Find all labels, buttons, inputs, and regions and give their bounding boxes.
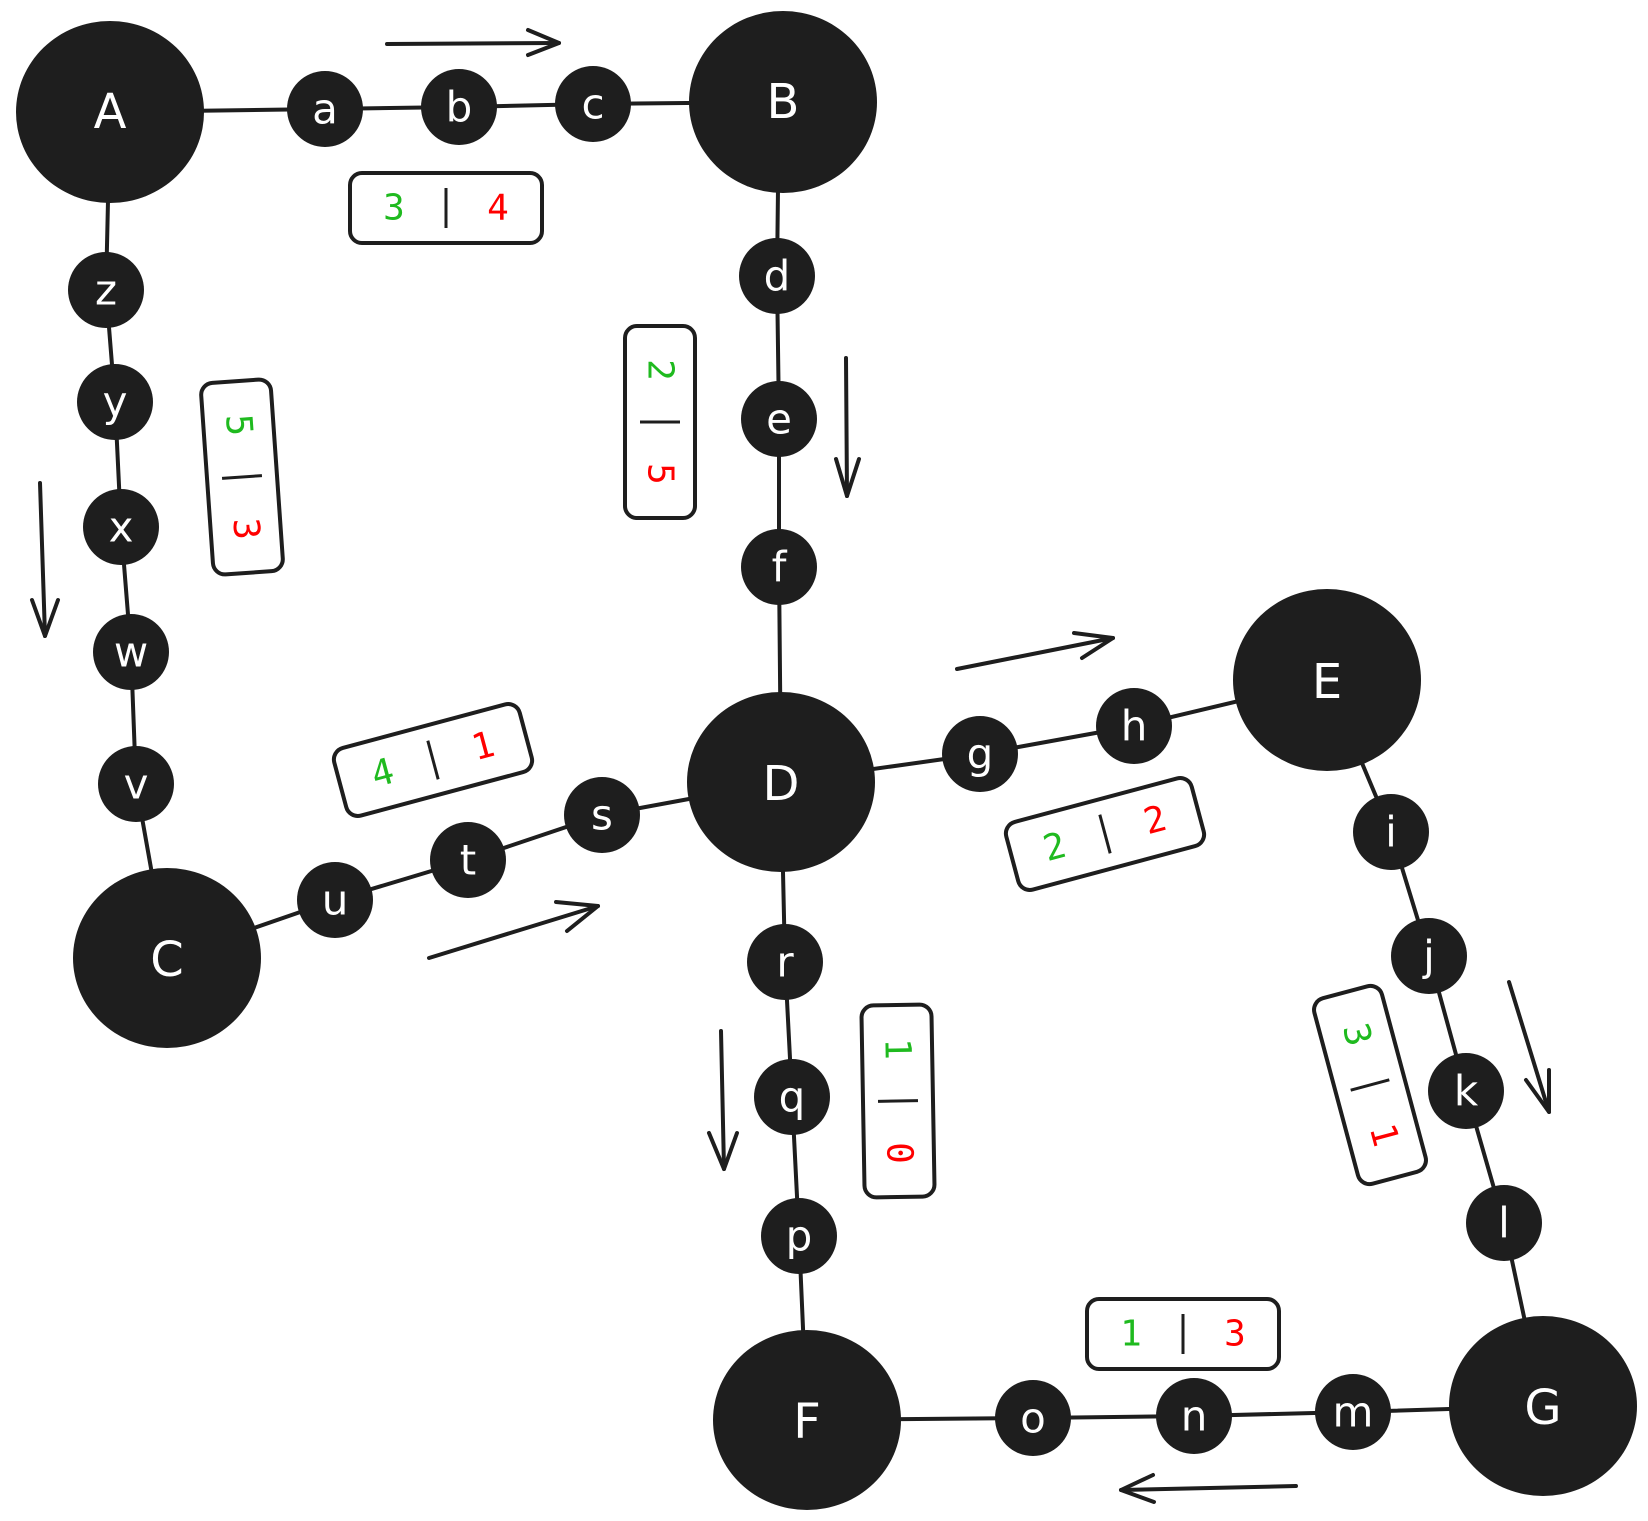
waypoint-label: f <box>772 543 788 592</box>
waypoint-l: l <box>1466 1185 1542 1261</box>
waypoint-label: a <box>312 85 338 134</box>
waypoint-label: k <box>1454 1067 1479 1116</box>
waypoint-t: t <box>430 822 506 898</box>
arrow-down-icon <box>1507 980 1551 1114</box>
waypoint-label: x <box>109 503 134 552</box>
green-weight: 1 <box>1120 1314 1142 1355</box>
weight-badge-c-d: 4 1 <box>331 702 535 818</box>
waypoint-u: u <box>297 862 373 938</box>
waypoint-label: h <box>1121 702 1148 751</box>
red-weight: 5 <box>640 463 681 485</box>
red-weight: 3 <box>224 517 266 541</box>
waypoint-label: i <box>1385 808 1397 857</box>
node-label: C <box>150 932 184 988</box>
weight-badge-b-d: 2 5 <box>623 324 697 520</box>
node-D: D <box>687 692 875 872</box>
node-label: G <box>1524 1380 1561 1436</box>
weight-badge-g-f: 1 3 <box>1085 1297 1281 1371</box>
green-weight: 3 <box>383 188 405 229</box>
arrow-right-icon <box>385 28 561 57</box>
arrow-left-icon <box>1119 1473 1298 1504</box>
waypoint-k: k <box>1428 1053 1504 1129</box>
waypoint-g: g <box>942 716 1018 792</box>
waypoint-w: w <box>93 614 169 690</box>
waypoint-d: d <box>739 238 815 314</box>
arrow-up-right-icon <box>427 900 600 960</box>
waypoint-label: n <box>1181 1392 1208 1441</box>
waypoint-e: e <box>741 381 817 457</box>
waypoint-label: s <box>591 791 613 840</box>
node-label: A <box>94 84 127 140</box>
waypoint-label: p <box>786 1212 813 1261</box>
node-label: F <box>793 1394 821 1450</box>
arrow-up-right-icon <box>955 631 1115 671</box>
waypoint-label: j <box>1422 932 1435 981</box>
waypoint-v: v <box>98 746 174 822</box>
green-weight: 1 <box>876 1038 917 1060</box>
waypoint-label: e <box>766 395 792 444</box>
weight-badge-d-e: 2 2 <box>1003 776 1207 892</box>
node-A: A <box>16 21 204 203</box>
waypoint-f: f <box>741 529 817 605</box>
waypoint-y: y <box>77 364 153 440</box>
waypoint-label: c <box>581 80 604 129</box>
node-B: B <box>689 11 877 193</box>
weight-badge-a-c: 5 3 <box>199 377 285 577</box>
waypoint-m: m <box>1315 1374 1391 1450</box>
node-label: B <box>767 74 800 130</box>
node-F: F <box>713 1330 901 1510</box>
node-E: E <box>1233 589 1421 771</box>
node-label: E <box>1312 654 1342 710</box>
waypoint-label: b <box>446 83 473 132</box>
waypoint-o: o <box>995 1380 1071 1456</box>
waypoint-label: v <box>124 760 149 809</box>
waypoint-label: z <box>95 266 117 315</box>
waypoint-x: x <box>83 489 159 565</box>
waypoint-i: i <box>1353 794 1429 870</box>
red-weight: 4 <box>487 188 509 229</box>
waypoint-n: n <box>1156 1378 1232 1454</box>
waypoint-label: r <box>776 938 794 987</box>
waypoint-r: r <box>747 924 823 1000</box>
waypoint-q: q <box>754 1059 830 1135</box>
arrow-down-icon <box>707 1029 739 1171</box>
green-weight: 5 <box>217 413 259 437</box>
green-weight: 2 <box>640 359 681 381</box>
waypoint-label: o <box>1020 1394 1046 1443</box>
waypoint-label: q <box>779 1073 806 1122</box>
waypoint-p: p <box>761 1198 837 1274</box>
weight-badge-a-b: 3 4 <box>348 171 544 245</box>
waypoint-h: h <box>1096 688 1172 764</box>
weight-badge-d-f: 1 0 <box>859 1002 937 1200</box>
red-weight: 3 <box>1224 1314 1246 1355</box>
waypoint-c: c <box>555 66 631 142</box>
edge-d-e <box>780 678 1328 784</box>
waypoint-b: b <box>421 69 497 145</box>
waypoint-s: s <box>564 777 640 853</box>
waypoint-label: d <box>764 252 791 301</box>
waypoint-z: z <box>68 252 144 328</box>
waypoint-a: a <box>287 71 363 147</box>
node-label: D <box>763 756 800 812</box>
waypoint-label: t <box>460 836 476 885</box>
waypoint-label: m <box>1333 1388 1374 1437</box>
waypoint-label: w <box>114 628 148 677</box>
red-weight: 0 <box>878 1142 919 1164</box>
waypoint-label: u <box>322 876 349 925</box>
arrow-down-icon <box>30 481 60 638</box>
waypoint-j: j <box>1391 918 1467 994</box>
waypoint-label: y <box>103 378 128 427</box>
arrow-down-icon <box>834 356 861 498</box>
waypoint-label: l <box>1498 1199 1510 1248</box>
node-G: G <box>1449 1316 1637 1496</box>
weight-badge-e-g: 3 1 <box>1312 983 1428 1187</box>
node-C: C <box>73 868 261 1048</box>
waypoint-label: g <box>967 730 994 779</box>
